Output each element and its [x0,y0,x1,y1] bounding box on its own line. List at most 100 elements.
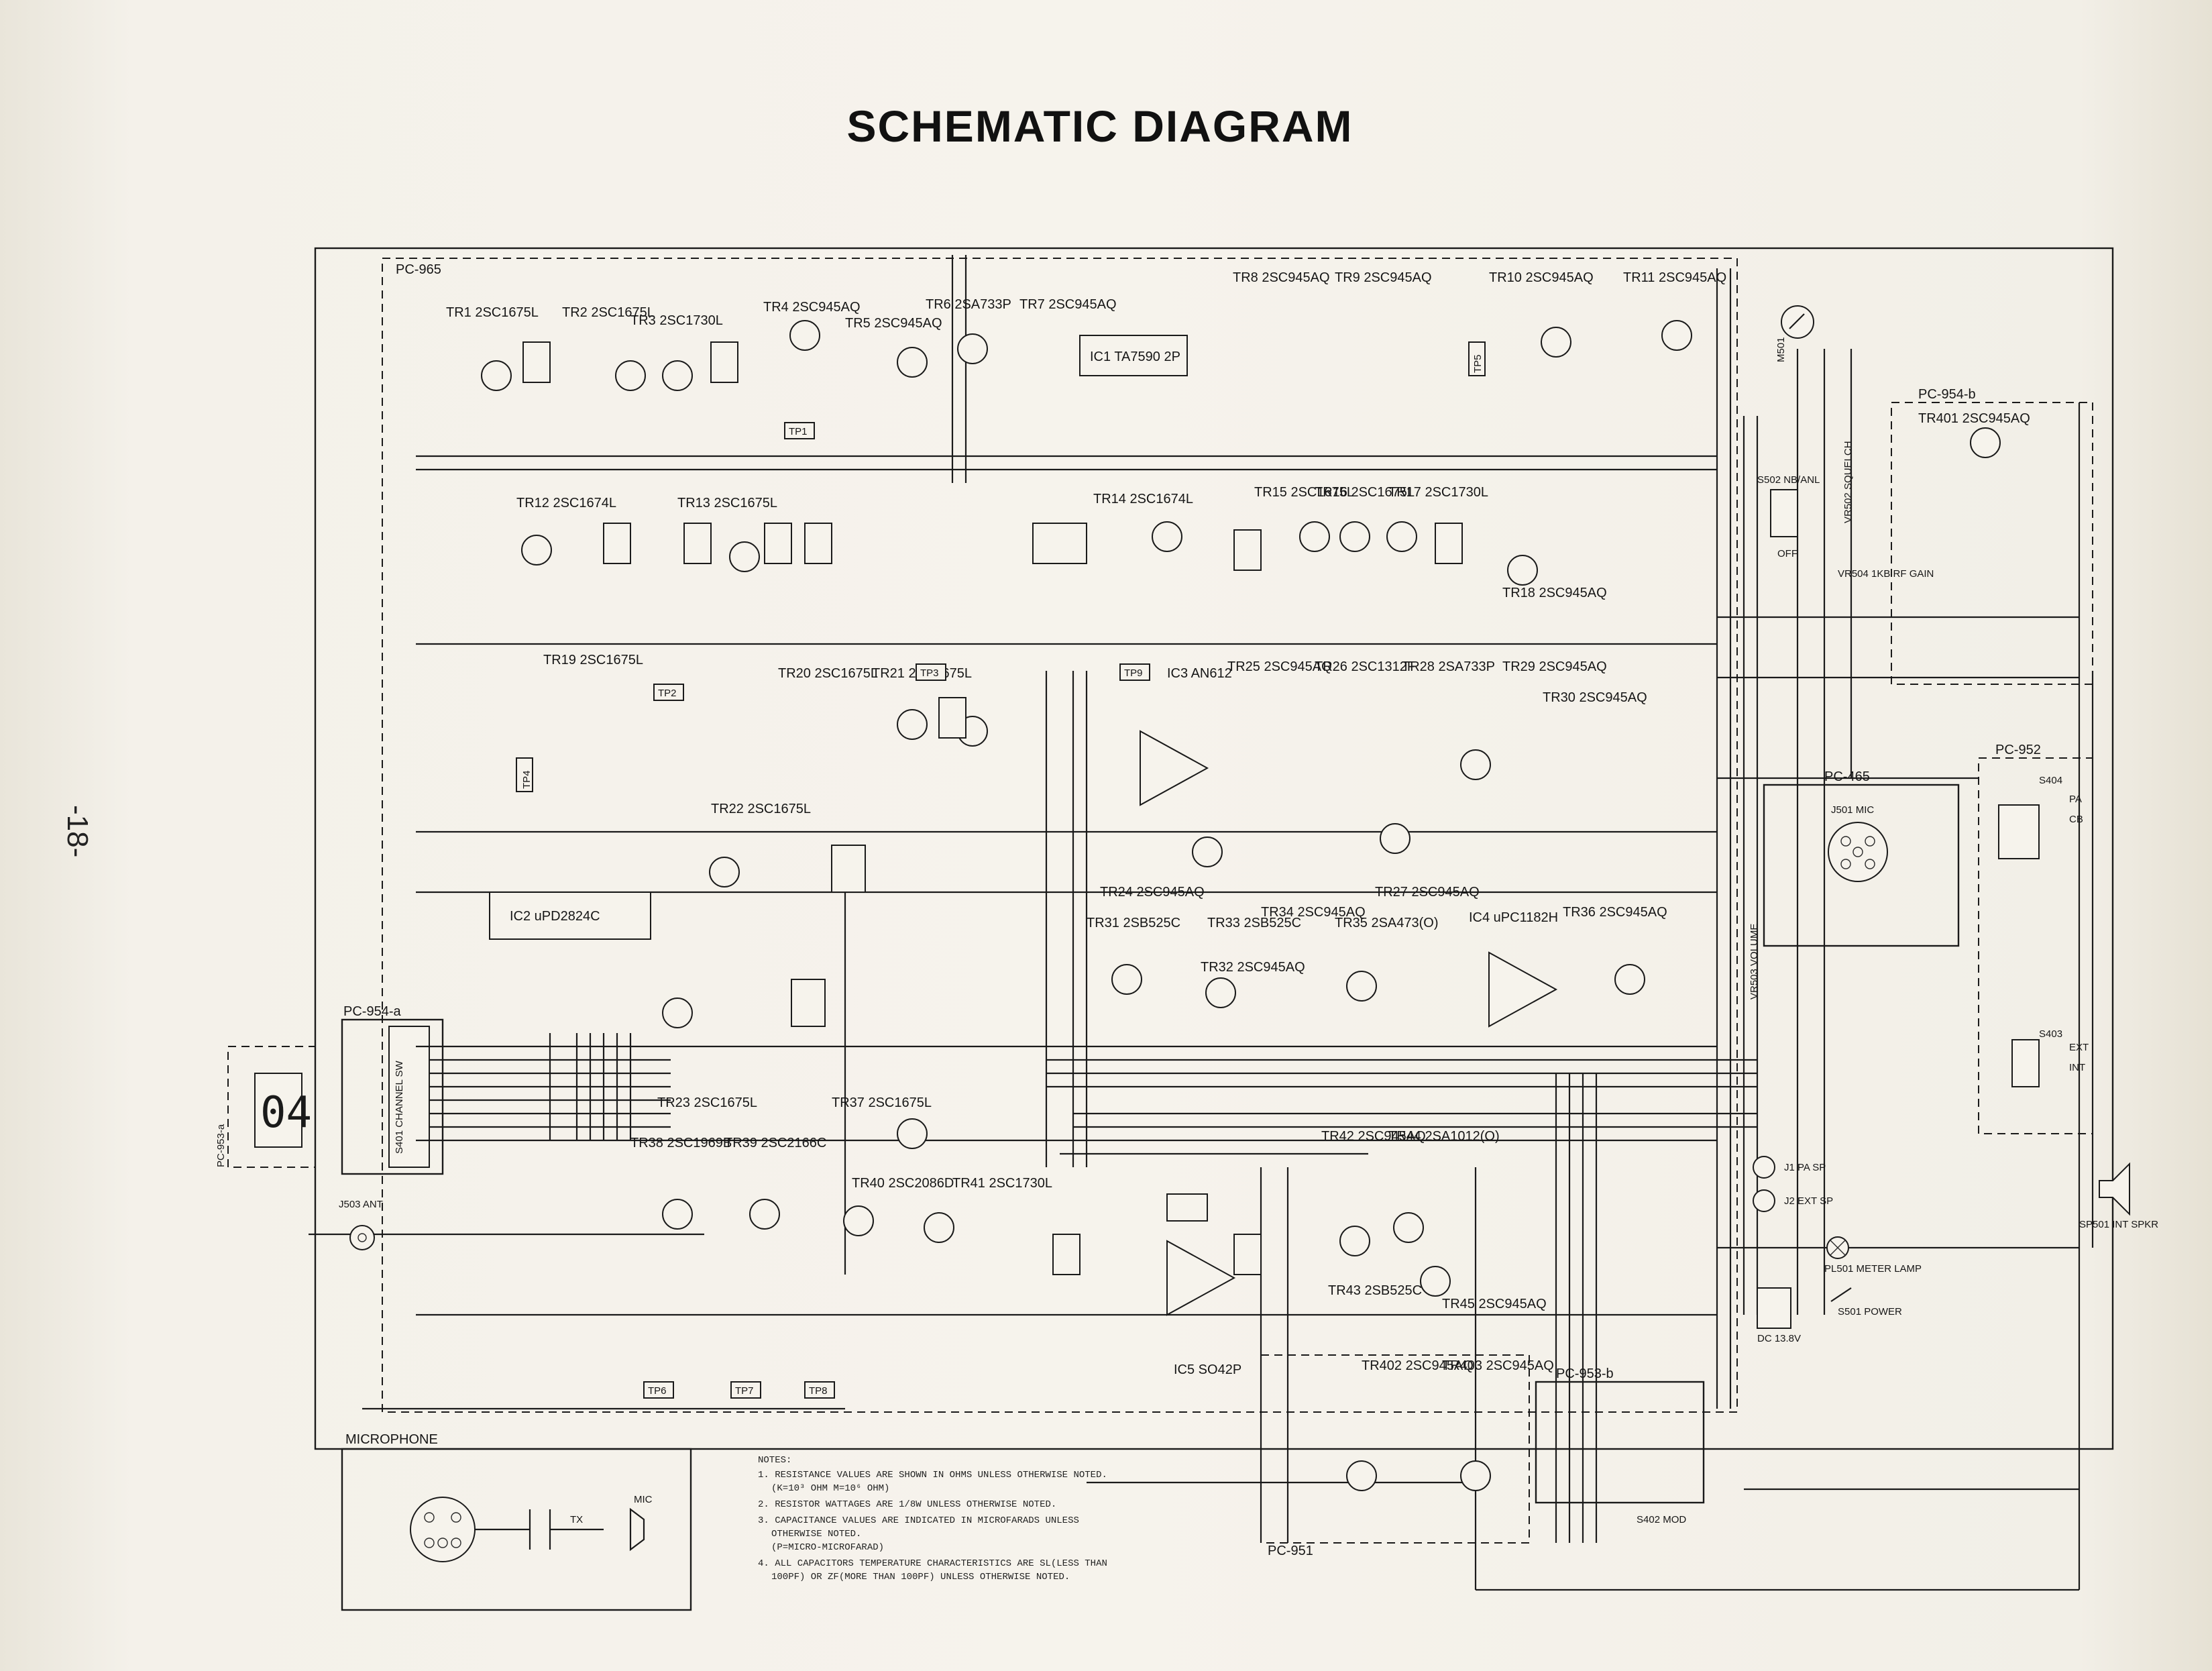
board-label-954a: PC-954-a [343,1004,401,1019]
board-label-954b: PC-954-b [1918,387,1976,402]
tp6: TP6 [648,1385,667,1397]
label-tr7: TR7 2SC945AQ [1019,297,1117,312]
label-tr22: TR22 2SC1675L [711,802,811,816]
nb-anl-off-label: OFF [1777,548,1798,559]
power-label: S501 POWER [1838,1306,1902,1317]
board-465-boundary [1763,784,1960,947]
ic1 [1079,335,1188,376]
label-tr5: TR5 2SC945AQ [845,316,942,331]
dc-connector [1757,1287,1791,1329]
note-4: 3. CAPACITANCE VALUES ARE INDICATED IN M… [758,1515,1079,1526]
ext-sp-jack [1753,1189,1775,1212]
label-tr6: TR6 2SA733P [926,297,1011,312]
label-tr42: TR42 2SC945AQ [1321,1129,1426,1144]
label-tr43: TR43 2SB525C [1328,1283,1422,1298]
note-2: (K=10³ OHM M=10⁶ OHM) [771,1483,889,1494]
board-label-952: PC-952 [1995,743,2041,757]
mic-jack [1828,822,1888,882]
label-tr44: TR44 2SA1012(O) [1388,1129,1500,1144]
label-tr4: TR4 2SC945AQ [763,300,861,315]
label-tr13: TR13 2SC1675L [677,496,777,510]
label-tr401: TR401 2SC945AQ [1918,411,2030,426]
rf-gain-label: VR504 1KB RF GAIN [1838,568,1934,580]
tp8: TP8 [809,1385,828,1397]
ic4-label: IC4 uPC1182H [1469,910,1558,925]
label-tr19: TR19 2SC1675L [543,653,643,667]
label-tr8: TR8 2SC945AQ [1233,270,1330,285]
note-8: 100PF) OR ZF(MORE THAN 100PF) UNLESS OTH… [771,1572,1070,1582]
antenna-label: J503 ANT [339,1199,383,1210]
note-0: NOTES: [758,1455,791,1466]
ic3-label: IC3 AN612 [1167,666,1232,681]
test-points: TP1 TP2 TP3 TP4 TP5 TP6 TP7 TP8 TP9 [516,341,1486,1399]
pa-sp-jack [1753,1156,1775,1179]
note-5: OTHERWISE NOTED. [771,1529,861,1540]
meter-label: M501 [1775,337,1787,362]
label-tr18: TR18 2SC945AQ [1502,586,1607,600]
label-tr37: TR37 2SC1675L [832,1095,932,1110]
label-tr11: TR11 2SC945AQ [1623,270,1726,285]
transistor-symbols [481,320,2001,1491]
label-tr40: TR40 2SC2086D [852,1176,954,1191]
speaker-label: SP501 INT SPKR [2079,1219,2158,1230]
s404-cb-label: CB [2069,814,2083,825]
tp7: TP7 [735,1385,754,1397]
label-tr33: TR33 2SB525C [1207,916,1301,930]
board-label-465: PC-465 [1824,769,1870,784]
board-954a-boundary [341,1018,444,1175]
page-title: SCHEMATIC DIAGRAM [846,101,1353,151]
channel-display [254,1073,302,1148]
board-label-953a: PC-953-a [215,1124,227,1167]
channel-switch [388,1026,430,1168]
label-tr16: TR16 2SC1675L [1315,485,1415,500]
mic-tx-label: TX [570,1514,583,1525]
note-3: 2. RESISTOR WATTAGES ARE 1/8W UNLESS OTH… [758,1499,1056,1510]
label-tr26: TR26 2SC1312F [1315,659,1415,674]
channel-switch-label: S401 CHANNEL SW [394,1061,405,1154]
tp1: TP1 [789,426,808,437]
ic1-label: IC1 TA7590 2P [1090,349,1180,364]
label-tr9: TR9 2SC945AQ [1335,270,1432,285]
ic4 [1488,951,1558,1028]
label-tr35: TR35 2SA473(O) [1335,916,1439,930]
s403-label: S403 [2039,1028,2062,1040]
main-board-boundary [382,258,1738,1413]
antenna-jack [349,1225,375,1250]
nb-anl-label: S502 NB/ANL [1757,474,1820,486]
transistor-labels: TR1 2SC1675L TR2 2SC1675L TR3 2SC1730L T… [446,270,2030,1373]
ic5 [1166,1240,1236,1316]
ic2-label: IC2 uPD2824C [510,909,600,924]
volume-label: VR503 VOLUME [1749,924,1760,1000]
ic2 [489,892,651,940]
label-tr32: TR32 2SC945AQ [1201,960,1305,975]
label-tr14: TR14 2SC1674L [1093,492,1193,506]
outer-frame [314,247,2114,1450]
note-7: 4. ALL CAPACITORS TEMPERATURE CHARACTERI… [758,1558,1107,1569]
mic-connector [410,1497,476,1562]
label-tr1: TR1 2SC1675L [446,305,539,320]
label-tr20: TR20 2SC1675L [778,666,878,681]
board-label-main: PC-965 [396,262,441,277]
tp3: TP3 [920,667,939,679]
label-tr17: TR17 2SC1730L [1388,485,1488,500]
microphone-label: MICROPHONE [345,1432,438,1447]
speaker [2099,1162,2130,1216]
label-tr402: TR402 2SC945AQ [1362,1358,1474,1373]
ext-sp-label: J2 EXT SP [1784,1195,1833,1207]
mod-switch-label: S402 MOD [1637,1514,1686,1525]
s403-ext-label: EXT [2069,1042,2089,1053]
ic5-label: IC5 SO42P [1174,1362,1241,1377]
note-6: (P=MICRO-MICROFARAD) [771,1542,884,1553]
label-tr28: TR28 2SA733P [1402,659,1495,674]
label-tr15: TR15 2SC1675L [1254,485,1354,500]
tp9: TP9 [1124,667,1143,679]
notes-block: NOTES: 1. RESISTANCE VALUES ARE SHOWN IN… [758,1455,1107,1582]
label-tr39: TR39 2SC2166C [724,1136,826,1150]
label-tr25: TR25 2SC945AQ [1227,659,1332,674]
label-tr30: TR30 2SC945AQ [1543,690,1647,705]
label-tr12: TR12 2SC1674L [516,496,616,510]
channel-display-digits: 04 [260,1088,312,1138]
label-tr403: TR403 2SC945AQ [1442,1358,1554,1373]
s404-label: S404 [2039,775,2062,786]
nb-anl-switch [1770,489,1798,537]
